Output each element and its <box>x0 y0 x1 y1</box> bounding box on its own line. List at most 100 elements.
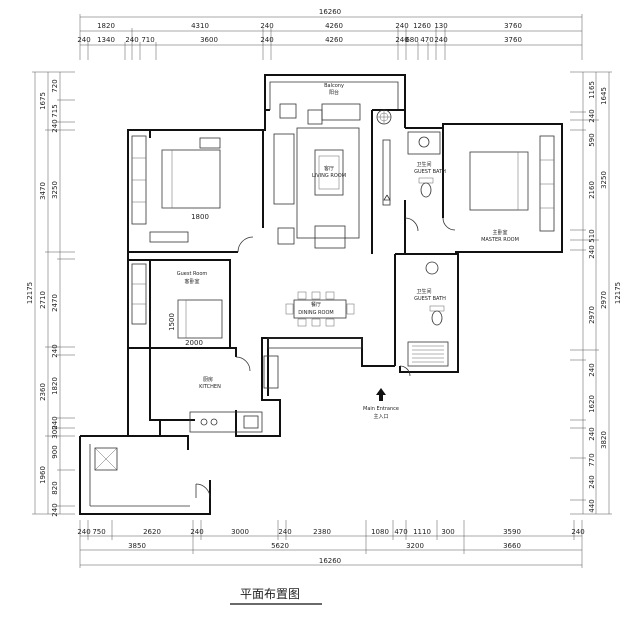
bed <box>161 149 221 209</box>
dim-label: 1080 <box>371 528 389 536</box>
dim-label: 240 <box>588 475 596 488</box>
dim-label: 300 <box>51 425 59 438</box>
top-dimensions: 16260 1820 4310 240 4260 240 1260 130 37… <box>77 8 583 60</box>
dim-label: 240 <box>588 427 596 440</box>
guest-bed <box>177 299 223 339</box>
dim-label: 750 <box>92 528 105 536</box>
entrance-arrow-icon <box>376 388 386 401</box>
dim-label: 240 <box>260 22 273 30</box>
toilet-icon <box>431 310 443 326</box>
kitchen-sink <box>243 415 259 429</box>
tv-cabinet <box>382 139 391 206</box>
dim-label: 770 <box>588 453 596 466</box>
dining-label-en: DINING ROOM <box>298 310 333 316</box>
ottoman <box>314 225 346 249</box>
top-total-dim: 16260 <box>319 8 341 16</box>
toilet-icon <box>420 182 432 198</box>
dim-label: 300 <box>441 528 454 536</box>
dim-label: 1960 <box>39 466 47 484</box>
dim-label: 2360 <box>39 383 47 401</box>
dim-label: 2970 <box>600 291 608 309</box>
dim-label: 4260 <box>325 36 343 44</box>
sofa <box>273 133 295 205</box>
dim-label: 4260 <box>325 22 343 30</box>
dim-label: 1340 <box>97 36 115 44</box>
bath2-label-en: GUEST BATH <box>414 296 446 302</box>
dim-label: 240 <box>260 36 273 44</box>
coffee-table <box>314 149 344 196</box>
shower-tray <box>407 341 449 367</box>
dim-label: 1820 <box>51 377 59 395</box>
dim-label: 3200 <box>406 542 424 550</box>
guest-bed-length: 2000 <box>185 339 203 347</box>
bottom-total-dim: 16260 <box>319 557 341 565</box>
dim-label: 240 <box>395 22 408 30</box>
dim-label: 715 <box>51 104 59 117</box>
dim-label: 3850 <box>128 542 146 550</box>
balcony-table <box>307 109 323 125</box>
dim-label: 1675 <box>39 92 47 110</box>
dim-label: 5620 <box>271 542 289 550</box>
dim-label: 720 <box>51 79 59 92</box>
bottom-dimensions: 240 750 2620 240 3000 240 2380 1080 470 … <box>77 520 585 568</box>
dim-label: 2970 <box>588 306 596 324</box>
balcony-label-cn: 阳台 <box>329 89 339 96</box>
dim-label: 3250 <box>51 181 59 199</box>
living-rug <box>296 127 360 239</box>
dim-label: 3250 <box>600 171 608 189</box>
master-bed <box>469 151 529 211</box>
dim-label: 130 <box>434 22 447 30</box>
nightstand <box>199 137 221 149</box>
master-wardrobe <box>539 135 555 232</box>
dim-label: 1165 <box>588 81 596 99</box>
sink-icon <box>425 261 439 275</box>
dim-label: 240 <box>77 528 90 536</box>
shower <box>407 131 441 155</box>
entrance-label-cn: 主入口 <box>373 413 388 420</box>
dim-label: 3470 <box>39 182 47 200</box>
dim-label: 1260 <box>413 22 431 30</box>
dim-label: 240 <box>588 109 596 122</box>
dim-label: 1620 <box>588 395 596 413</box>
dim-label: 3820 <box>600 431 608 449</box>
balcony-label-en: Balcony <box>324 83 344 89</box>
dim-label: 240 <box>77 36 90 44</box>
balcony-armchair <box>279 103 297 119</box>
dim-label: 1110 <box>413 528 431 536</box>
dim-label: 240 <box>395 36 408 44</box>
dim-label: 470 <box>420 36 433 44</box>
dim-label: 470 <box>394 528 407 536</box>
sink-icon <box>418 136 430 148</box>
washer <box>94 447 118 471</box>
bath2-label-cn: 卫生间 <box>416 288 431 295</box>
dim-label: 3600 <box>200 36 218 44</box>
guest-bed-width: 1500 <box>168 313 176 331</box>
dim-label: 240 <box>588 363 596 376</box>
dim-label: 240 <box>125 36 138 44</box>
dining-table <box>293 299 347 319</box>
room-labels: Balcony 阳台 客厅 LIVING ROOM 1800 卫生间 GUEST… <box>168 83 519 420</box>
master-label-en: MASTER ROOM <box>481 237 519 243</box>
dim-label: 2160 <box>588 181 596 199</box>
side-counter <box>263 355 279 389</box>
dim-label: 240 <box>278 528 291 536</box>
dim-label: 900 <box>51 445 59 458</box>
right-dimensions: 12175 1645 3250 2970 3820 1165 240 590 2… <box>570 71 622 515</box>
dim-label: 440 <box>588 499 596 512</box>
dim-label: 3760 <box>504 22 522 30</box>
guest-bath-label-cn: 卫生间 <box>416 161 431 168</box>
kitchen-label-en: KITCHEN <box>199 384 221 390</box>
dim-label: 1645 <box>600 87 608 105</box>
stove-burner <box>210 418 218 426</box>
kitchen-counter <box>189 411 263 433</box>
entrance-label-en: Main Entrance <box>363 406 399 412</box>
kitchen-label-cn: 厨房 <box>203 376 213 383</box>
dim-label: 3590 <box>503 528 521 536</box>
dim-label: 240 <box>588 245 596 258</box>
dim-label: 1820 <box>97 22 115 30</box>
dim-label: 3760 <box>504 36 522 44</box>
stove-burner <box>200 418 208 426</box>
drawing-title: 平面布置图 <box>240 587 300 601</box>
walls <box>79 74 563 515</box>
